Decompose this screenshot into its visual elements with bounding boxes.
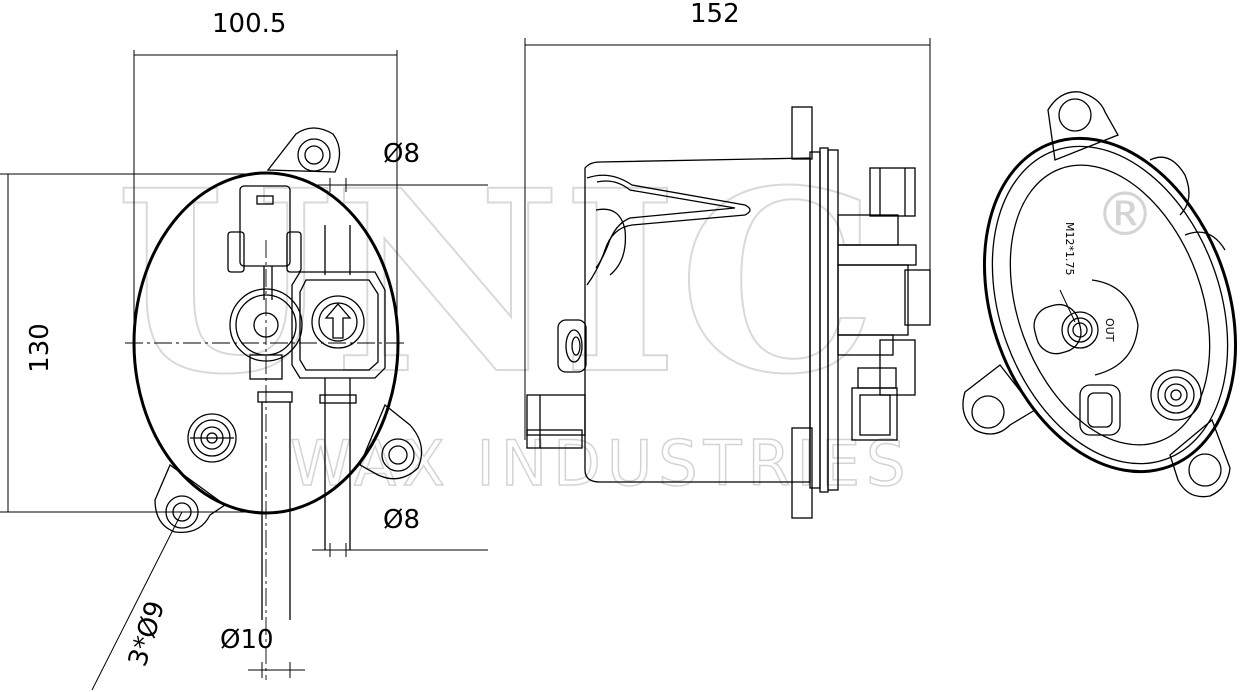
dim-label-152: 152 xyxy=(690,0,740,29)
bottom-view: M12*1.75 OUT xyxy=(962,91,1238,498)
bottom-connector xyxy=(1079,384,1121,436)
dimension-height-top: 130 xyxy=(0,173,280,513)
mount-flange xyxy=(791,106,839,519)
bottom-bleed-screw xyxy=(1150,369,1202,421)
dim-label-mount-holes: 3*Ø9 xyxy=(123,598,171,670)
dimension-mount-holes: 3*Ø9 xyxy=(91,511,183,691)
electrical-connector xyxy=(227,185,302,300)
outlet-label: OUT xyxy=(1103,318,1116,342)
dim-label-port-bottom: Ø10 xyxy=(220,625,274,655)
bottom-mount-ears xyxy=(962,91,1231,498)
outlet-boss xyxy=(1033,279,1139,376)
watermark-registered-mark: ® xyxy=(1095,180,1155,250)
dimension-port-upper: Ø8 xyxy=(312,139,488,192)
side-view: 152 xyxy=(524,0,931,519)
outlet-port xyxy=(291,225,386,550)
watermark: UNIC ® WAX INDUSTRIES xyxy=(114,134,1155,501)
dim-label-130: 130 xyxy=(25,323,55,373)
thread-label: M12*1.75 xyxy=(1063,222,1076,275)
dim-label-port-upper: Ø8 xyxy=(383,139,420,169)
side-connector xyxy=(526,394,586,449)
watermark-brand: UNIC xyxy=(115,135,877,429)
bleed-screw xyxy=(187,413,237,463)
side-drain xyxy=(557,319,587,373)
dimension-width-side: 152 xyxy=(524,0,931,440)
dimension-port-bottom: Ø10 xyxy=(220,625,305,678)
bottom-body-outline xyxy=(982,136,1238,474)
dimension-width-top: 100.5 xyxy=(133,9,398,345)
dimension-port-lower: Ø8 xyxy=(312,505,488,557)
inlet-port xyxy=(229,288,303,620)
dim-label-100-5: 100.5 xyxy=(212,9,286,39)
mount-ears xyxy=(154,127,423,534)
dim-label-port-lower: Ø8 xyxy=(383,505,420,535)
filter-head xyxy=(837,167,931,441)
watermark-subtitle: WAX INDUSTRIES xyxy=(290,427,911,500)
